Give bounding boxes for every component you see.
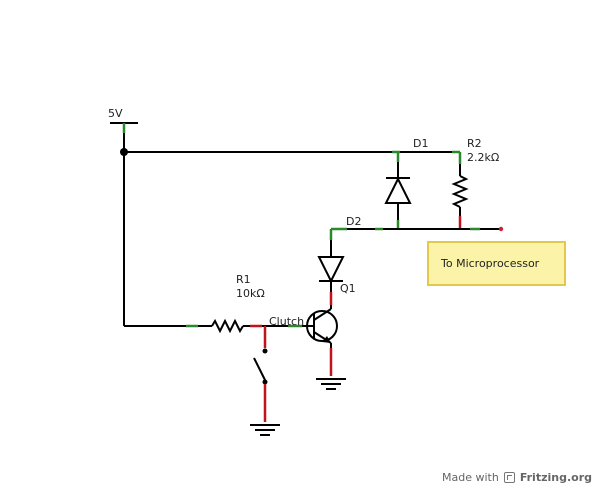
r1-name-label: R1 xyxy=(236,273,251,286)
clutch-label: Clutch xyxy=(269,315,304,328)
microprocessor-note-text: To Microprocessor xyxy=(441,257,540,270)
fritzing-logo-icon xyxy=(503,472,515,483)
diode-d1 xyxy=(384,152,412,229)
made-with-text: Made with xyxy=(441,471,499,484)
d1-label: D1 xyxy=(413,137,428,150)
resistor-r2 xyxy=(451,152,469,229)
resistor-r1 xyxy=(206,318,262,334)
clutch-switch xyxy=(253,326,268,422)
diode-d2 xyxy=(317,229,345,305)
footer-branding: Made with Fritzing.org xyxy=(442,471,592,484)
r2-name-label: R2 xyxy=(467,137,482,150)
d2-label: D2 xyxy=(346,215,361,228)
r1-value-label: 10kΩ xyxy=(236,287,265,300)
q1-label: Q1 xyxy=(340,282,356,295)
output-terminal xyxy=(498,226,504,232)
microprocessor-note: To Microprocessor xyxy=(427,241,566,286)
vcc-symbol xyxy=(110,122,138,133)
ground-switch xyxy=(250,424,280,436)
ground-q1 xyxy=(316,378,346,390)
vcc-label: 5V xyxy=(108,107,123,120)
r2-value-label: 2.2kΩ xyxy=(467,151,499,164)
fritzing-brand-text: Fritzing.org xyxy=(519,471,592,484)
transistor-q1 xyxy=(306,305,338,376)
